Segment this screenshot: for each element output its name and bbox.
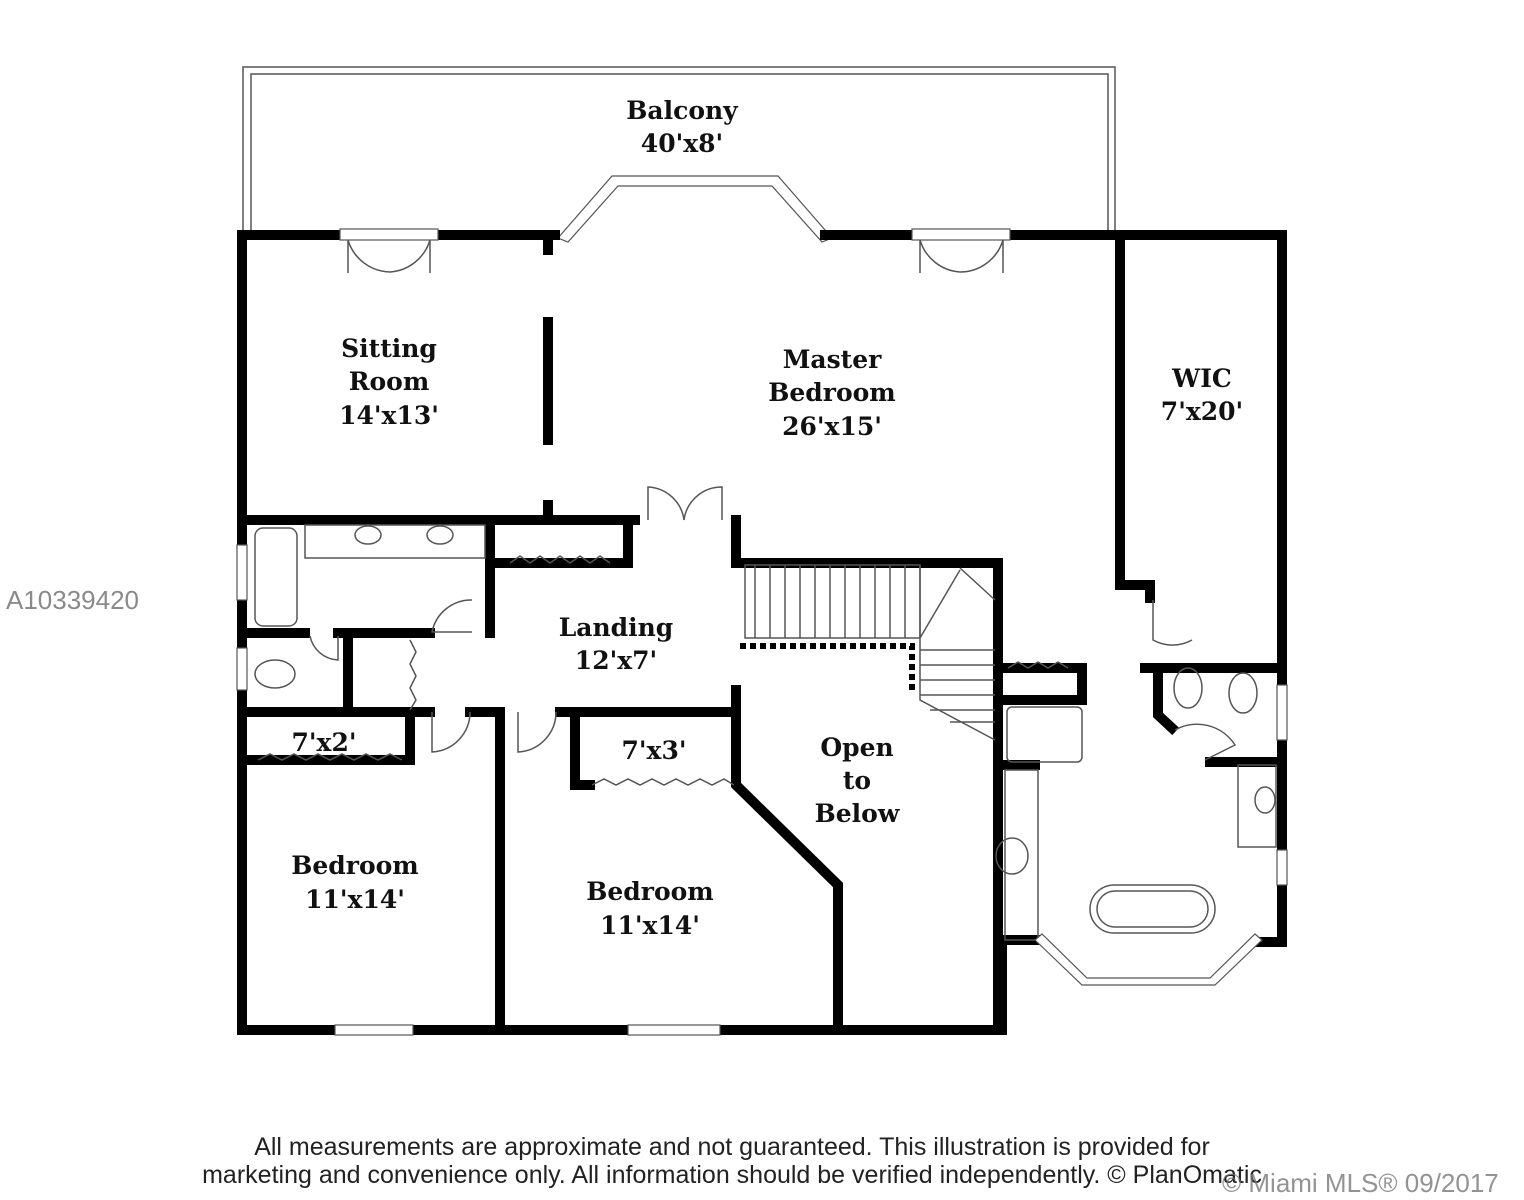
- bathtub: [1089, 884, 1216, 934]
- sink: [426, 525, 454, 545]
- windows: [236, 228, 1288, 1036]
- bedroom-size: 11'x14': [305, 885, 405, 914]
- bay-window: [556, 175, 834, 243]
- balcony-outline: [242, 66, 1116, 230]
- closet-size: 7'x3': [621, 736, 686, 765]
- walls: [237, 230, 1287, 1035]
- bedroom-name: Bedroom: [291, 851, 419, 880]
- bedroom-size: 11'x14': [600, 911, 700, 940]
- master-bedroom-size: 26'x15': [782, 412, 882, 441]
- sitting-room-name: Sitting: [341, 334, 437, 363]
- master-bedroom-name: Master: [783, 345, 882, 374]
- disclaimer: All measurements are approximate and not…: [0, 1133, 1464, 1189]
- vanity: [1004, 769, 1039, 941]
- mls-id-watermark: A10339420: [6, 585, 140, 615]
- bathtub: [254, 527, 298, 627]
- landing-name: Landing: [559, 613, 674, 642]
- toilet: [1228, 672, 1258, 714]
- open-to-below-label: Below: [815, 799, 901, 828]
- toilet: [1173, 667, 1203, 709]
- toilet: [254, 659, 296, 689]
- staircase: [740, 564, 996, 741]
- sink: [354, 525, 382, 545]
- doors: [309, 239, 1237, 761]
- landing-size: 12'x7': [575, 646, 657, 675]
- open-to-below-label: Open: [820, 733, 893, 762]
- master-bedroom-name: Bedroom: [768, 378, 896, 407]
- disclaimer-line: All measurements are approximate and not…: [254, 1133, 1210, 1161]
- sitting-room-size: 14'x13': [339, 401, 439, 430]
- wic-size: 7'x20': [1161, 397, 1243, 426]
- wic-name: WIC: [1171, 364, 1232, 393]
- balcony-name: Balcony: [626, 96, 739, 125]
- vanity: [1237, 764, 1277, 848]
- open-to-below-label: to: [843, 766, 871, 795]
- closet-doors: [257, 555, 1069, 786]
- sink: [1254, 786, 1276, 814]
- fixtures: [254, 524, 1277, 986]
- balcony-size: 40'x8': [641, 129, 723, 158]
- vanity: [304, 524, 486, 559]
- bedroom-name: Bedroom: [586, 877, 714, 906]
- disclaimer-line: marketing and convenience only. All info…: [202, 1161, 1262, 1189]
- sink: [995, 837, 1029, 875]
- shower: [1006, 706, 1083, 763]
- sitting-room-name: Room: [349, 367, 430, 396]
- copyright-watermark: © Miami MLS® 09/2017: [1222, 1168, 1499, 1198]
- closet-size: 7'x2': [291, 728, 356, 757]
